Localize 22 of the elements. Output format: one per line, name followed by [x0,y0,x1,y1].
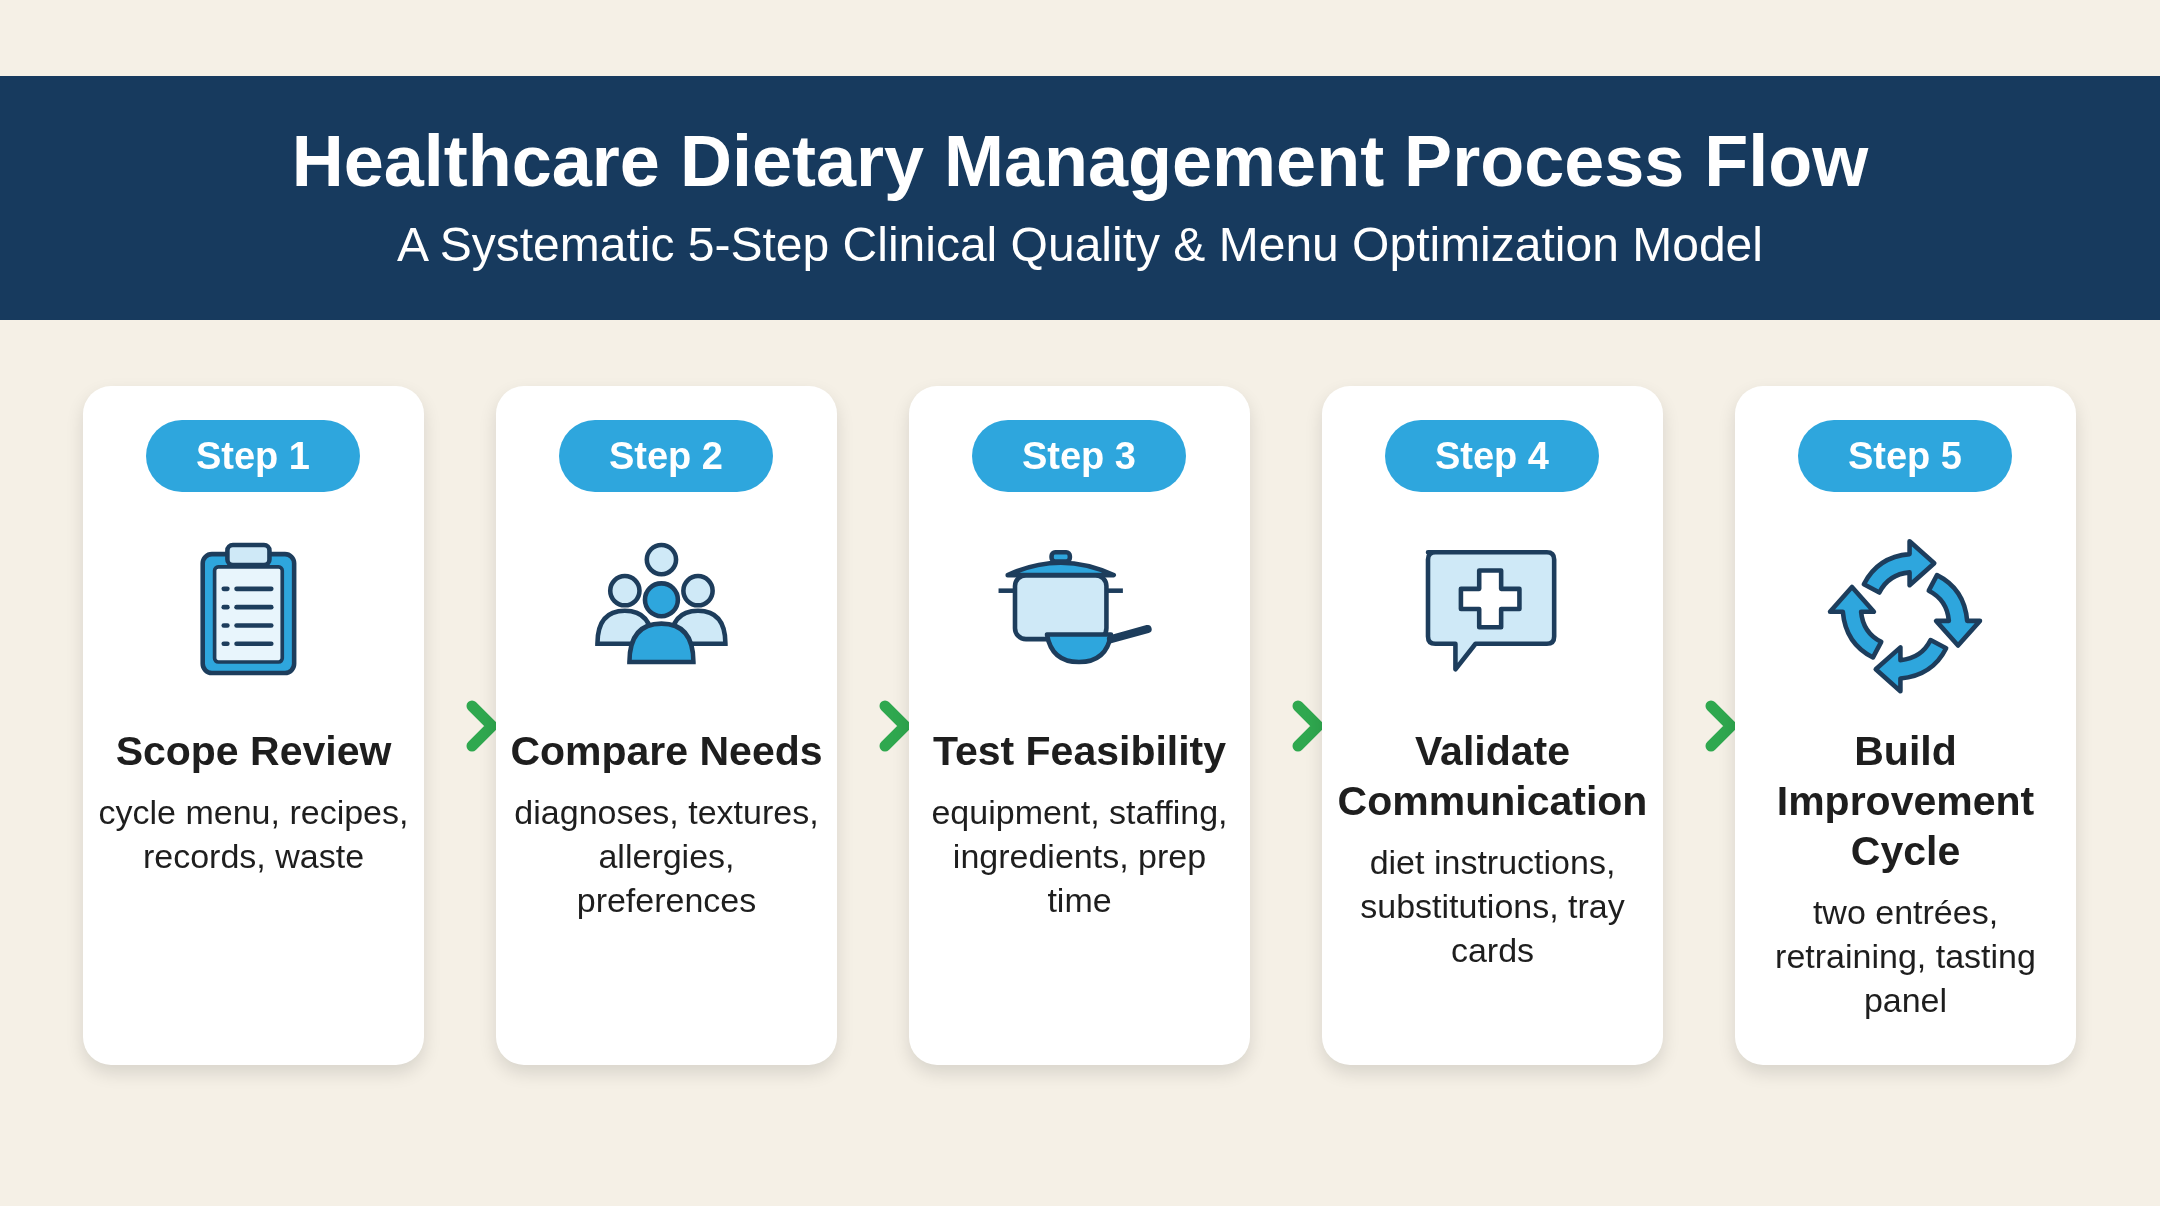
step-card [83,386,424,1065]
title: Healthcare Dietary Management Process Flow [290,120,1870,203]
step-label: Step 3 [972,420,1186,492]
step-label: Step 1 [146,420,360,492]
step-card [496,386,837,1065]
step-title: Build Improvement Cycle [1775,727,2036,876]
step-description: diagnoses, textures, allergies, preferences [513,792,820,921]
step-label: Step 2 [559,420,773,492]
step-description: diet instructions, substitutions, tray cards [1359,842,1626,971]
step-label: Step 5 [1798,420,2012,492]
step-description: cycle menu, recipes, records, waste [97,792,410,877]
subtitle: A Systematic 5-Step Clinical Quality & Menu Optimization Model [396,217,1764,273]
step-description: two entrées, retraining, tasting panel [1774,892,2037,1021]
step-card [1735,386,2076,1065]
step-title: Validate Communication [1336,727,1649,826]
step-title: Scope Review [114,727,393,776]
step-title: Test Feasibility [931,727,1228,776]
step-card [1322,386,1663,1065]
step-description: equipment, staffing, ingredients, prep time [930,792,1229,921]
step-label: Step 4 [1385,420,1599,492]
step-card [909,386,1250,1065]
step-title: Compare Needs [509,727,824,776]
